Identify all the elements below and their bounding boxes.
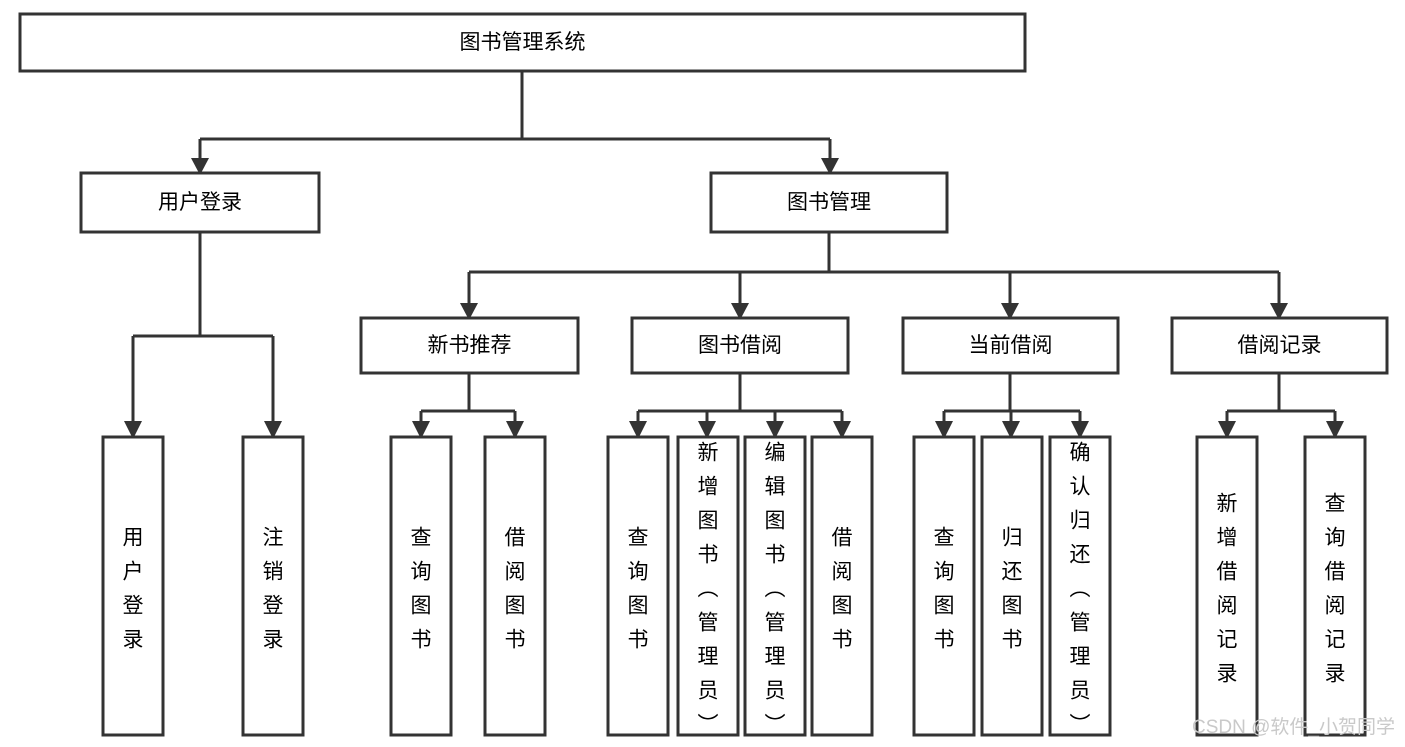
node-label-leaf-query-book-borrow: 查询图书 [628,527,649,652]
arrow-icon-to-leaf-borrow-book-recommend [506,421,524,439]
node-leaf-edit-book-admin[interactable]: 编辑图书︵管理员︶ [743,435,807,737]
node-label-leaf-add-book-admin: 新增图书︵管理员︶ [698,442,719,737]
node-borrow-records[interactable]: 借阅记录 [1170,316,1389,375]
node-label-leaf-borrow-book-recommend: 借阅图书 [505,527,526,652]
node-box-leaf-borrow-book[interactable] [810,435,874,737]
node-root[interactable]: 图书管理系统 [18,12,1027,73]
node-leaf-user-login[interactable]: 用户登录 [101,435,165,737]
node-leaf-add-borrow-record[interactable]: 新增借阅记录 [1195,435,1259,737]
node-label-leaf-logout-login: 注销登录 [263,527,284,652]
node-box-current-borrow[interactable] [901,316,1120,375]
node-box-leaf-add-book-admin[interactable] [676,435,740,737]
node-label-borrow-records: 借阅记录 [1238,334,1322,357]
arrow-icon-to-leaf-query-borrow-record [1326,421,1344,439]
node-leaf-confirm-return-admin[interactable]: 确认归还︵管理员︶ [1048,435,1112,737]
arrow-icon-to-leaf-add-book-admin [698,421,716,439]
node-box-leaf-borrow-book-recommend[interactable] [483,435,547,737]
arrow-icon-to-user-login [191,158,209,175]
arrow-icon-to-leaf-logout-login [264,421,282,439]
node-box-root[interactable] [18,12,1027,73]
arrow-icon-to-borrow-records [1270,303,1288,320]
node-layer: 图书管理系统用户登录图书管理新书推荐图书借阅当前借阅借阅记录用户登录注销登录查询… [18,12,1389,737]
connector-records-to-leaves [1225,373,1337,424]
node-label-leaf-add-borrow-record: 新增借阅记录 [1217,493,1238,686]
node-label-current-borrow: 当前借阅 [969,334,1053,357]
node-leaf-borrow-book[interactable]: 借阅图书 [810,435,874,737]
node-current-borrow[interactable]: 当前借阅 [901,316,1120,375]
node-leaf-query-book-current[interactable]: 查询图书 [912,435,976,737]
node-box-leaf-return-book[interactable] [980,435,1044,737]
node-book-borrow[interactable]: 图书借阅 [630,316,850,375]
arrow-icon-to-leaf-edit-book-admin [766,421,784,439]
node-leaf-add-book-admin[interactable]: 新增图书︵管理员︶ [676,435,740,737]
node-label-leaf-query-borrow-record: 查询借阅记录 [1325,493,1346,686]
arrow-icon-to-leaf-query-book-current [935,421,953,439]
node-label-leaf-edit-book-admin: 编辑图书︵管理员︶ [765,442,786,737]
node-box-leaf-query-borrow-record[interactable] [1303,435,1367,737]
connector-current-to-leaves [942,373,1082,424]
node-box-leaf-add-borrow-record[interactable] [1195,435,1259,737]
node-box-leaf-user-login[interactable] [101,435,165,737]
node-leaf-query-borrow-record[interactable]: 查询借阅记录 [1303,435,1367,737]
connector-bookmgmt-to-level3 [467,232,1281,305]
node-leaf-logout-login[interactable]: 注销登录 [241,435,305,737]
connector-root-to-level2 [198,71,832,160]
node-label-root: 图书管理系统 [460,31,586,54]
node-box-leaf-logout-login[interactable] [241,435,305,737]
node-box-leaf-query-book-recommend[interactable] [389,435,453,737]
node-box-leaf-query-book-borrow[interactable] [606,435,670,737]
node-leaf-query-book-recommend[interactable]: 查询图书 [389,435,453,737]
arrow-icon-to-leaf-add-borrow-record [1218,421,1236,439]
arrow-icon-to-current-borrow [1001,303,1019,320]
node-box-borrow-records[interactable] [1170,316,1389,375]
node-box-new-book-recommend[interactable] [359,316,580,375]
node-box-leaf-query-book-current[interactable] [912,435,976,737]
arrow-icon-to-book-borrow [731,303,749,320]
node-label-book-management: 图书管理 [787,191,871,214]
connector-borrow-to-leaves [636,373,844,424]
node-leaf-borrow-book-recommend[interactable]: 借阅图书 [483,435,547,737]
node-box-book-management[interactable] [709,171,949,234]
node-box-leaf-confirm-return-admin[interactable] [1048,435,1112,737]
node-book-management[interactable]: 图书管理 [709,171,949,234]
arrow-icon-to-leaf-borrow-book [833,421,851,439]
node-box-book-borrow[interactable] [630,316,850,375]
arrow-icon-to-book-management [821,158,839,175]
node-label-leaf-query-book-current: 查询图书 [934,527,955,652]
node-label-leaf-confirm-return-admin: 确认归还︵管理员︶ [1070,442,1091,737]
node-leaf-return-book[interactable]: 归还图书 [980,435,1044,737]
arrow-icon-to-new-book-recommend [460,303,478,320]
connector-layer [131,71,1337,424]
arrow-icon-to-leaf-confirm-return-admin [1071,421,1089,439]
node-box-user-login[interactable] [79,171,321,234]
node-label-leaf-return-book: 归还图书 [1002,527,1023,652]
node-user-login[interactable]: 用户登录 [79,171,321,234]
node-label-new-book-recommend: 新书推荐 [428,334,512,357]
node-new-book-recommend[interactable]: 新书推荐 [359,316,580,375]
arrow-icon-to-leaf-query-book-borrow [629,421,647,439]
arrowhead-layer [124,158,1344,439]
node-box-leaf-edit-book-admin[interactable] [743,435,807,737]
node-label-leaf-query-book-recommend: 查询图书 [411,527,432,652]
csdn-watermark: CSDN @软件_小贺同学 [1192,716,1395,738]
arrow-icon-to-leaf-return-book [1002,421,1020,439]
connector-recommend-to-leaves [419,373,517,424]
node-leaf-query-book-borrow[interactable]: 查询图书 [606,435,670,737]
node-label-leaf-borrow-book: 借阅图书 [832,527,853,652]
arrow-icon-to-leaf-user-login [124,421,142,439]
arrow-icon-to-leaf-query-book-recommend [412,421,430,439]
node-label-user-login: 用户登录 [158,191,242,214]
node-label-leaf-user-login: 用户登录 [123,527,144,652]
connector-userlogin-to-leaves [131,232,275,424]
node-label-book-borrow: 图书借阅 [698,334,782,357]
